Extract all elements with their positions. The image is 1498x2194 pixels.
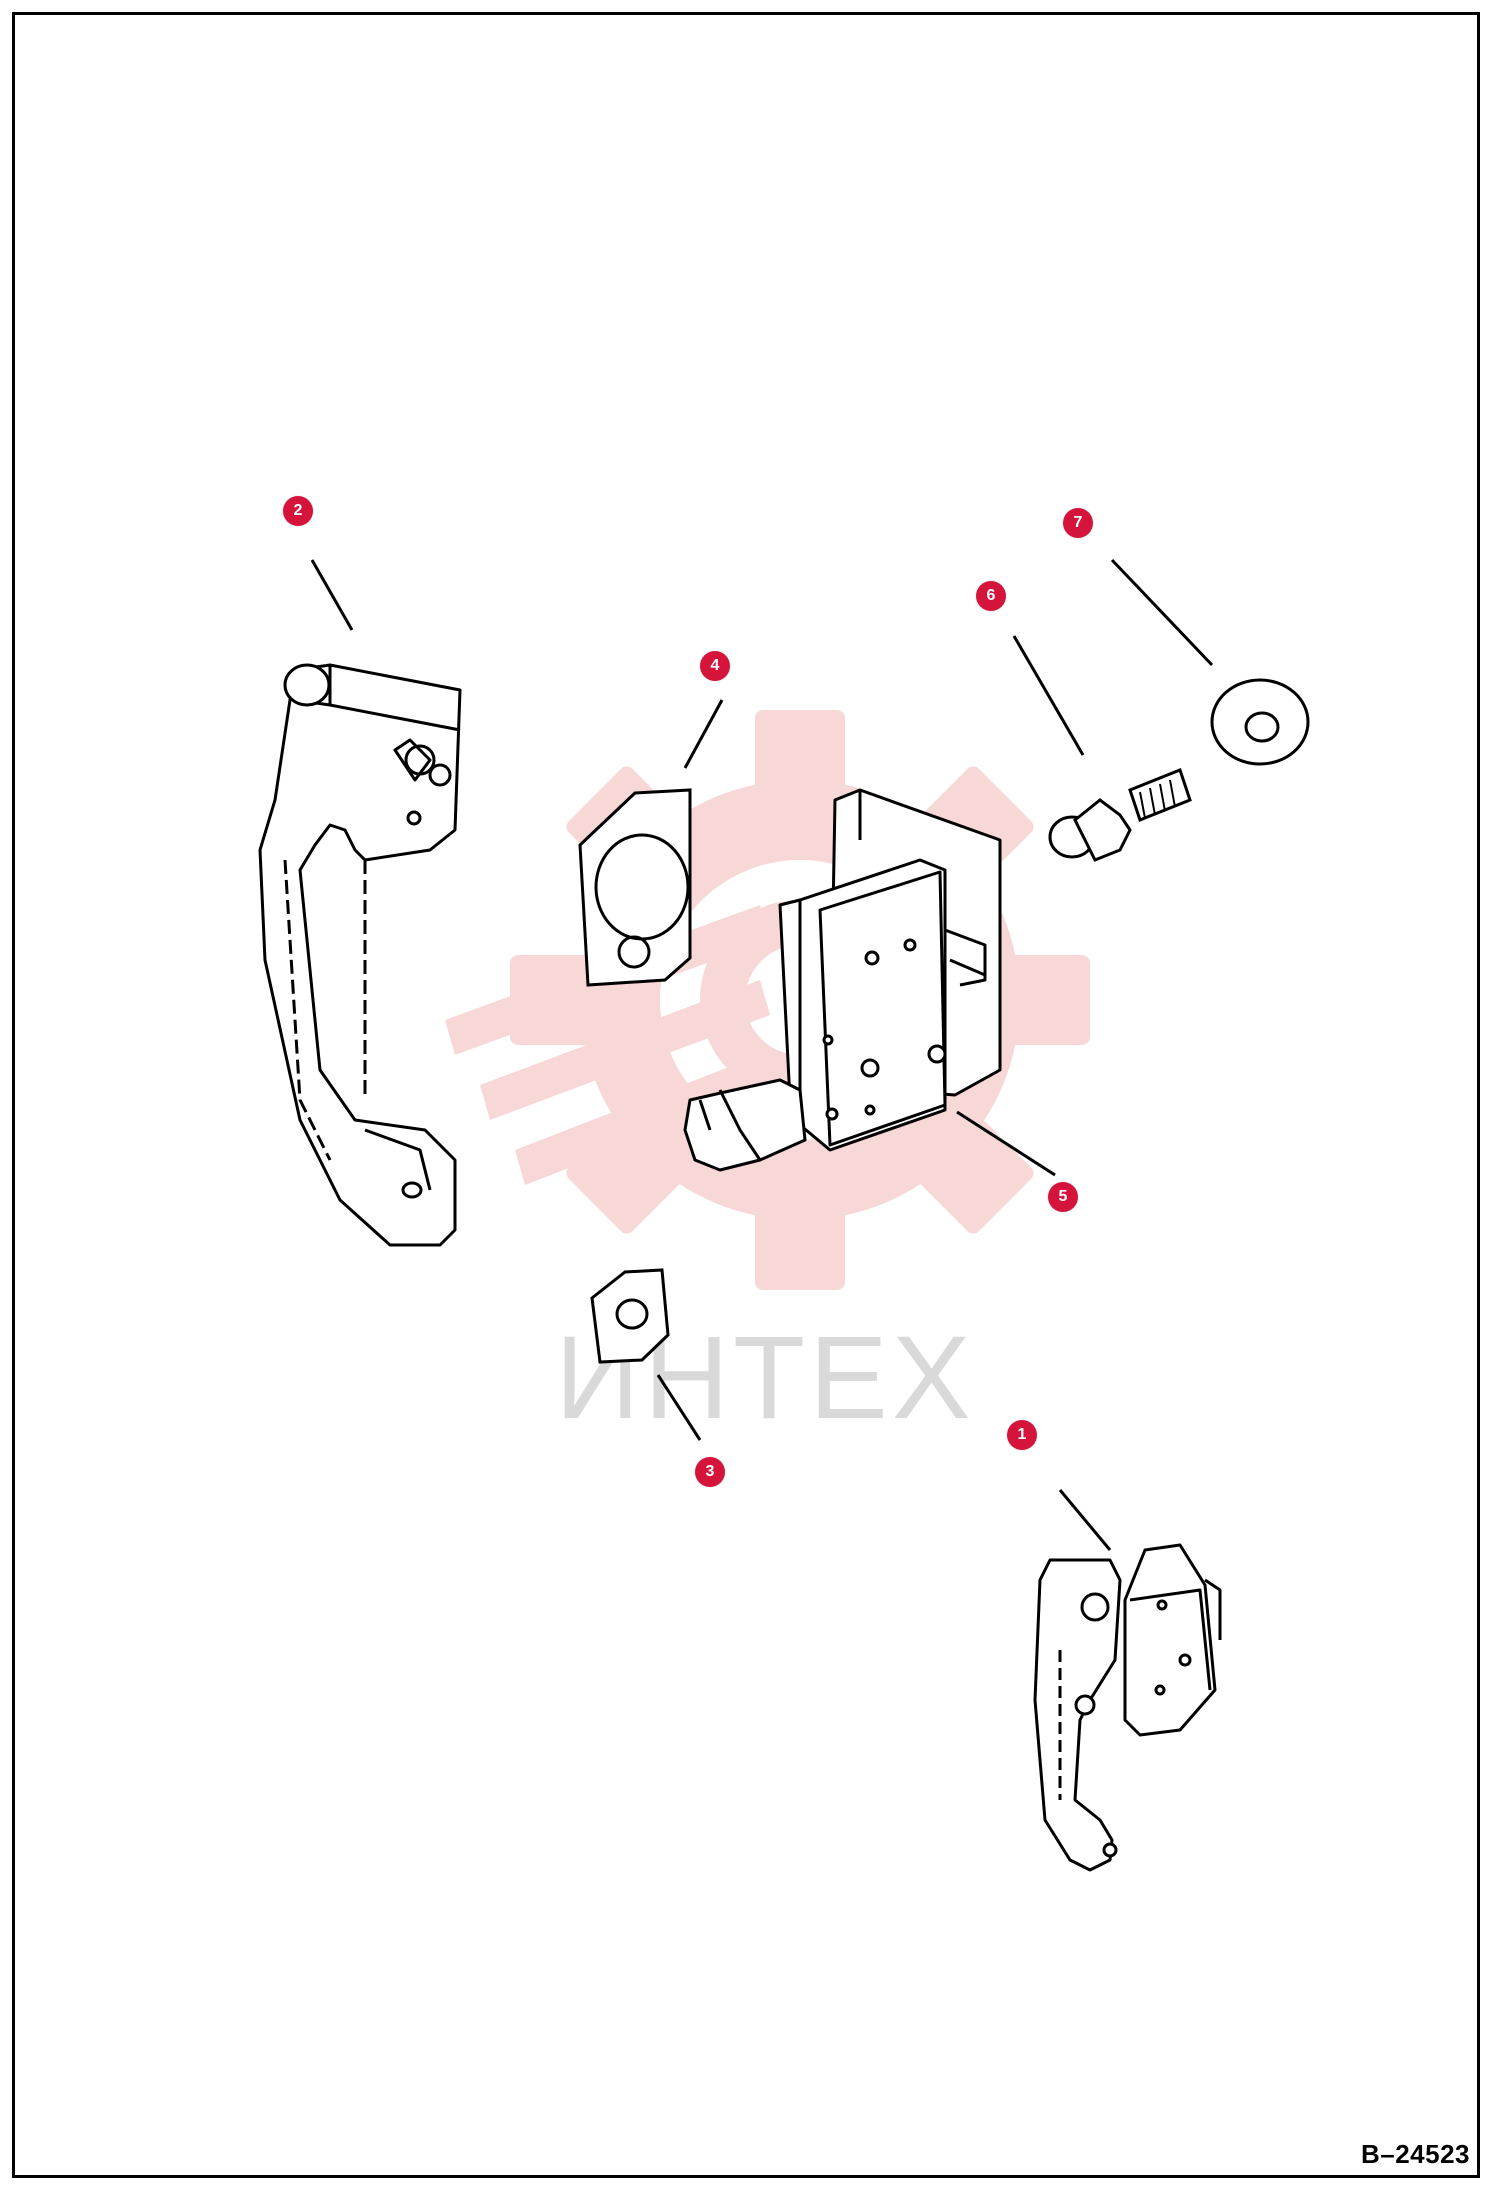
callout-4[interactable]: 4: [700, 651, 730, 681]
mounting-gasket-drawing: [578, 788, 692, 987]
washer-drawing: [1210, 678, 1310, 766]
door-handle-drawing: [258, 663, 462, 1247]
callout-7[interactable]: 7: [1063, 508, 1093, 538]
callout-3[interactable]: 3: [695, 1457, 725, 1487]
callout-1[interactable]: 1: [1007, 1420, 1037, 1450]
spacer-plate-drawing: [590, 1268, 670, 1364]
leader-line-3: [656, 1374, 702, 1441]
callout-2[interactable]: 2: [283, 496, 313, 526]
leader-line-4: [683, 699, 724, 769]
leader-line-7: [1110, 558, 1214, 667]
latch-mechanism-drawing: [683, 788, 1002, 1172]
leader-line-6: [1012, 635, 1085, 756]
striker-bolt-drawing: [1048, 768, 1192, 862]
callout-5[interactable]: 5: [1048, 1182, 1078, 1212]
leader-lines: [310, 558, 1214, 1551]
callout-6[interactable]: 6: [976, 581, 1006, 611]
leader-line-5: [956, 1110, 1056, 1177]
leader-line-2: [310, 559, 354, 631]
reference-code: B–24523: [1360, 2139, 1470, 2169]
leader-line-1: [1058, 1489, 1112, 1551]
door-latch-assembly-drawing: [1033, 1543, 1222, 1872]
